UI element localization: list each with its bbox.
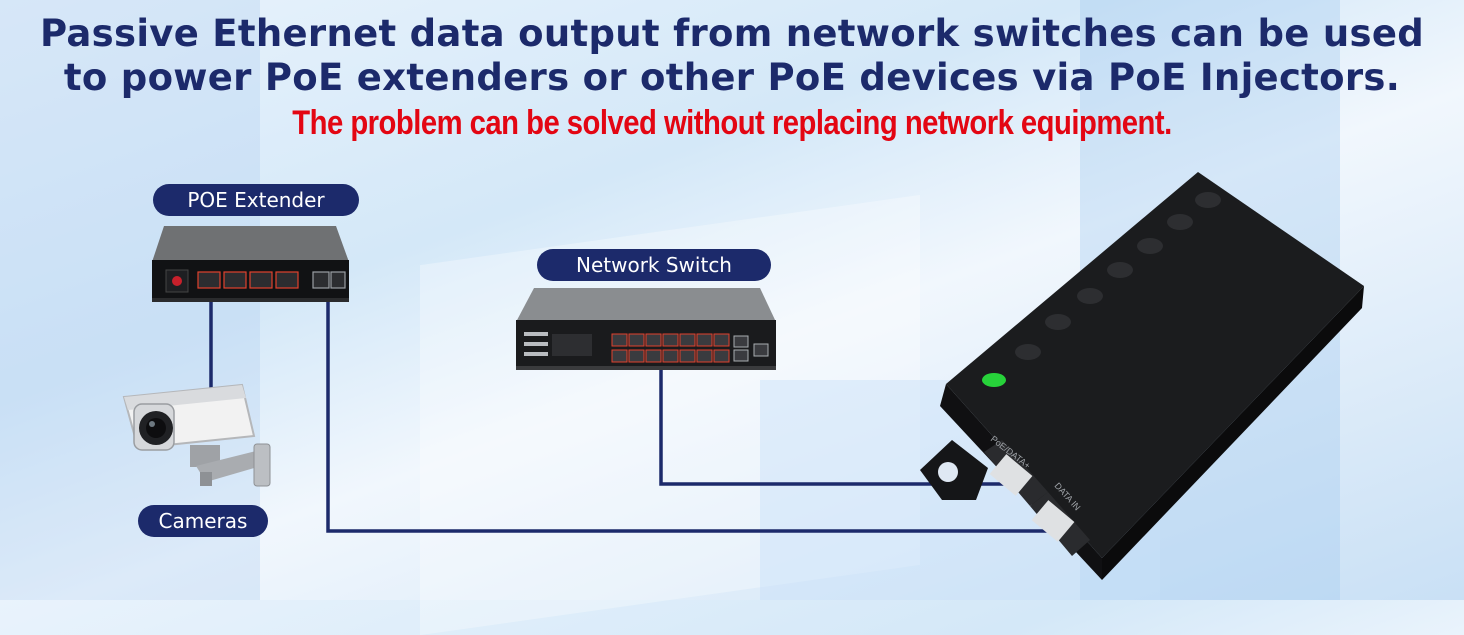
poe-injector-device: PoE/DATA+ DATA IN <box>920 172 1364 580</box>
cameras-label: Cameras <box>138 505 268 537</box>
cable-switch-to-injector <box>659 360 1010 486</box>
network-switch-label: Network Switch <box>537 249 771 281</box>
headline-subline: The problem can be solved without replac… <box>292 104 1172 142</box>
poe-extender-device <box>152 226 349 302</box>
headline-line-1: Passive Ethernet data output from networ… <box>39 12 1425 55</box>
headline-line-2: to power PoE extenders or other PoE devi… <box>63 56 1401 99</box>
poe-extender-label: POE Extender <box>153 184 359 216</box>
led-indicator <box>982 373 1006 387</box>
cable-extender-to-injector <box>326 290 1052 533</box>
network-switch-device <box>516 288 776 370</box>
network-diagram: PoE/DATA+ DATA IN <box>122 172 1364 580</box>
camera-device <box>122 383 271 487</box>
cables <box>209 290 1052 533</box>
